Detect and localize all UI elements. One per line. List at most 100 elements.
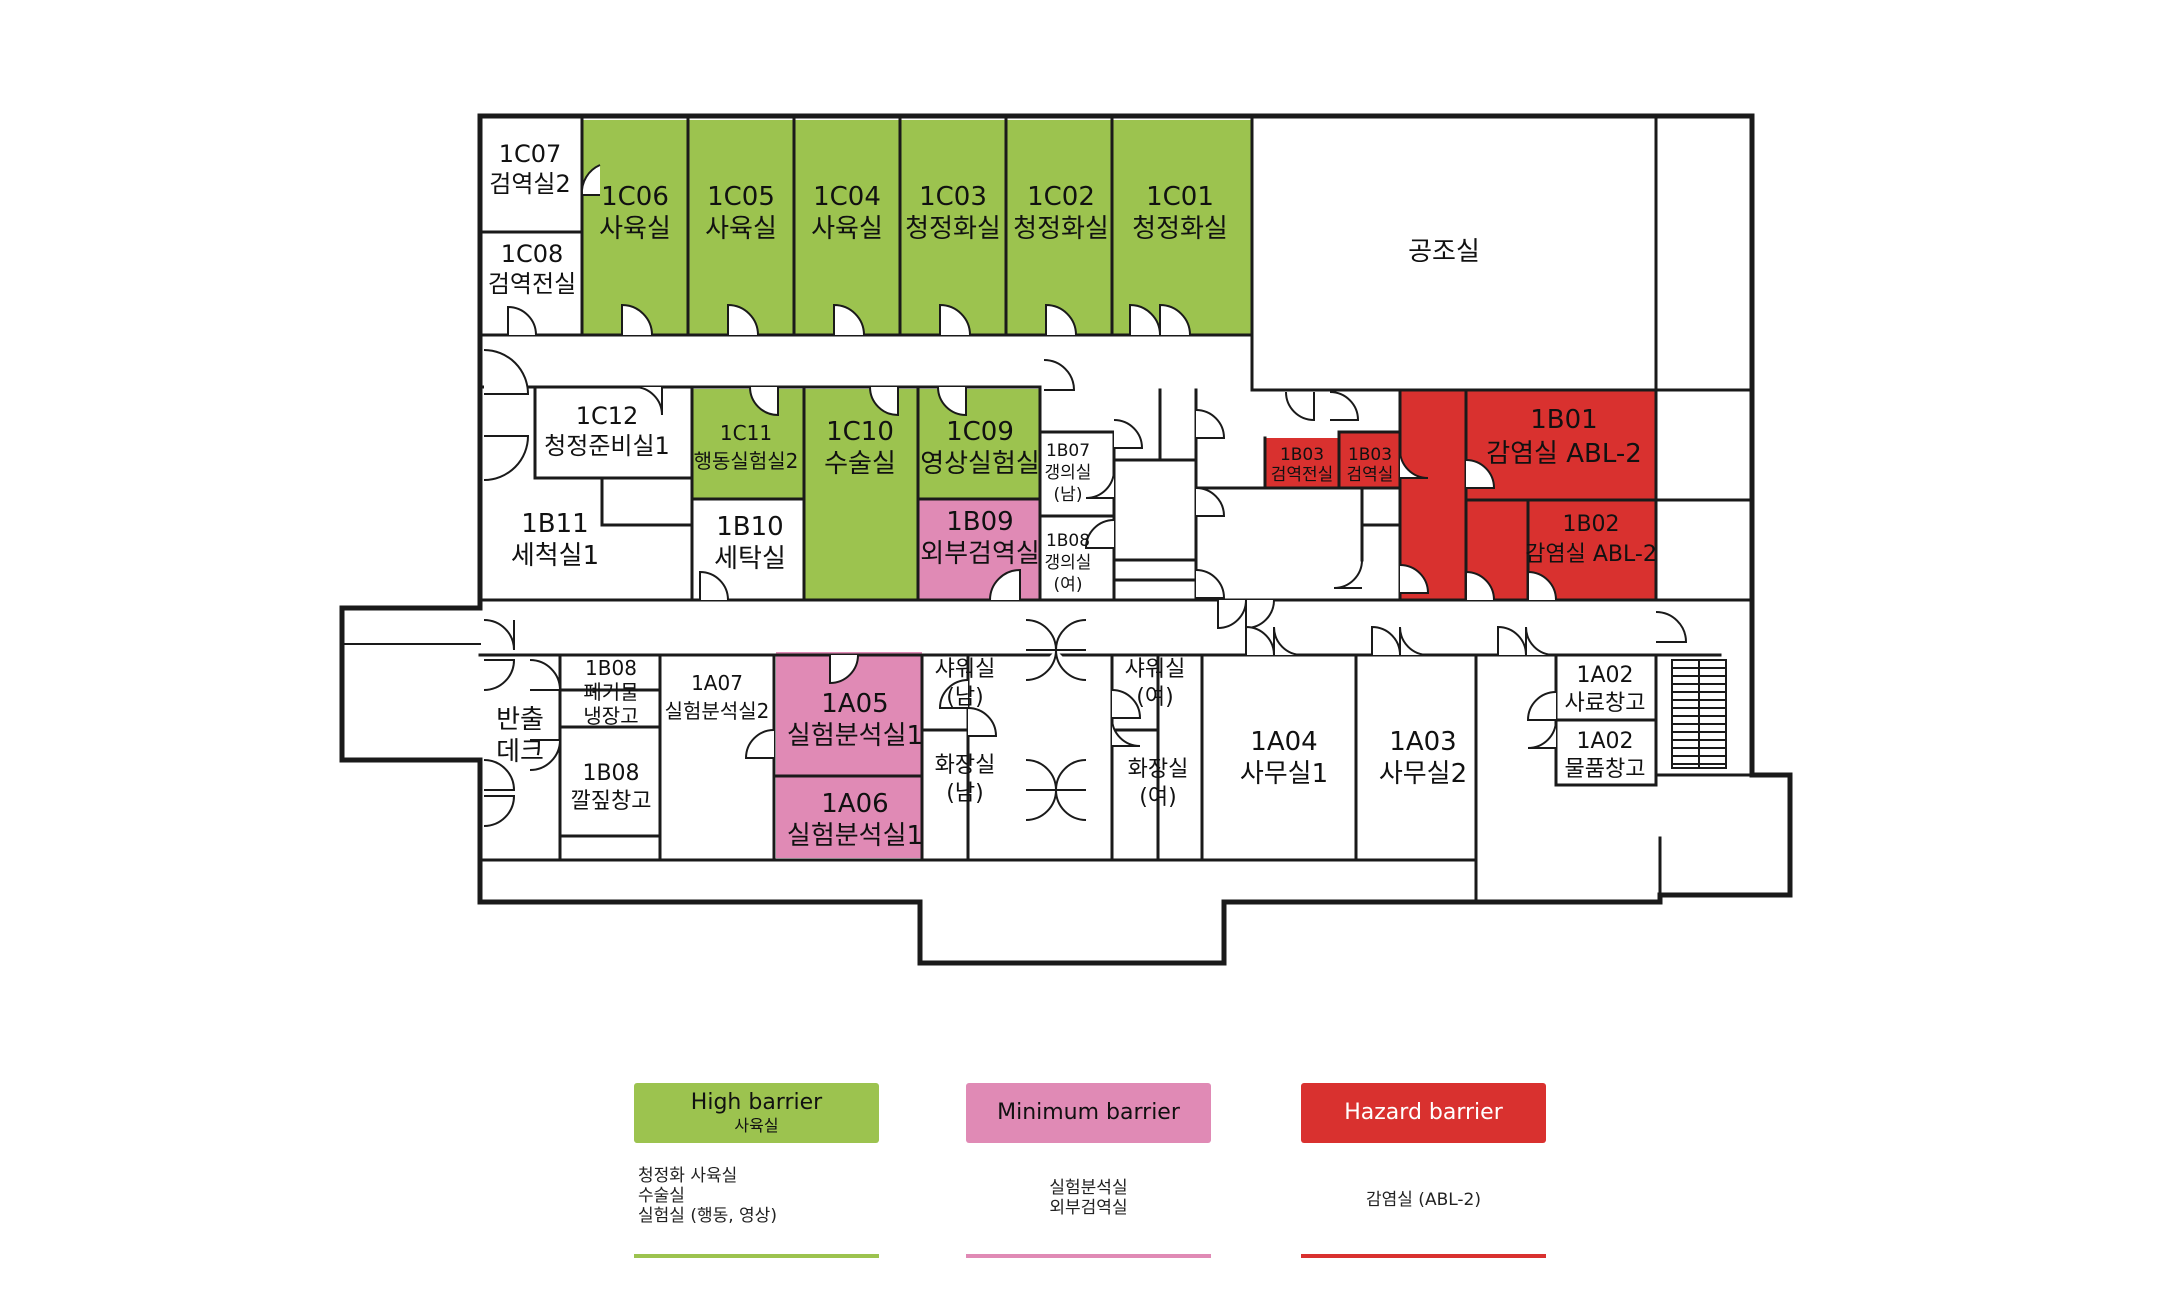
door-icon — [1526, 691, 1557, 721]
door-icon — [1273, 626, 1303, 656]
fill-1c09 — [918, 389, 1040, 499]
legend-high-underline — [634, 1254, 879, 1258]
legend-minimum-items: 실험분석실 외부검역실 — [966, 1178, 1211, 1218]
fill-1a06 — [776, 776, 922, 858]
door-icon — [1054, 619, 1087, 651]
room-ahu: 공조실 — [1408, 237, 1480, 267]
door-icon — [1217, 599, 1247, 630]
fill-1c10 — [804, 389, 918, 599]
door-icon — [483, 795, 516, 827]
legend-hazard-items: 감염실 (ABL-2) — [1301, 1190, 1546, 1210]
legend-title: Hazard barrier — [1344, 1100, 1503, 1125]
legend-title: Minimum barrier — [997, 1100, 1180, 1125]
door-icon — [1655, 611, 1688, 643]
door-icon — [1111, 689, 1142, 719]
legend-item: 수술실 — [638, 1186, 685, 1206]
door-icon — [727, 303, 759, 336]
door-icon — [1465, 570, 1495, 601]
legend-item: 청정화 사육실 — [638, 1166, 738, 1186]
door-icon — [507, 305, 537, 336]
door-icon — [1195, 487, 1226, 517]
door-icon — [1525, 626, 1555, 656]
room-shower-male: 샤워실(남) — [935, 657, 996, 710]
legend-item: 외부검역실 — [1049, 1198, 1128, 1218]
door-icon — [633, 386, 663, 416]
fill-1c06 — [582, 120, 688, 335]
door-icon — [938, 679, 969, 709]
legend-title: High barrier — [690, 1090, 823, 1115]
legend-high-items: 청정화 사육실 수술실 실험실 (행동, 영상) — [638, 1166, 777, 1226]
legend-item: 실험분석실 — [1049, 1178, 1128, 1198]
fill-1c02 — [1006, 120, 1112, 335]
door-icon — [1465, 459, 1496, 489]
doors — [483, 164, 1688, 827]
fill-1b01 — [1466, 390, 1656, 500]
door-icon — [1399, 449, 1429, 479]
door-icon — [580, 164, 601, 196]
door-icon — [1043, 359, 1076, 391]
legend-item: 감염실 (ABL-2) — [1365, 1190, 1481, 1210]
door-icon — [1497, 625, 1527, 656]
fill-1c04 — [794, 120, 900, 335]
door-icon — [937, 386, 967, 417]
door-icon — [1025, 759, 1058, 791]
staircase-icon — [1671, 659, 1727, 769]
door-icon — [1527, 570, 1557, 601]
door-icon — [483, 435, 530, 481]
fill-1c03 — [900, 120, 1006, 335]
door-icon — [989, 568, 1021, 601]
fill-1b03b — [1339, 432, 1399, 488]
legend-minimum-barrier: Minimum barrier — [966, 1083, 1211, 1143]
door-icon — [1245, 599, 1275, 630]
door-icon — [529, 739, 562, 771]
door-icon — [1084, 519, 1115, 549]
door-icon — [529, 659, 562, 691]
room-toilet-male: 화장실(남) — [935, 753, 996, 806]
door-icon — [621, 303, 653, 336]
door-icon — [1054, 759, 1087, 791]
outer-wall — [339, 113, 1793, 966]
legend-minimum-underline — [966, 1254, 1211, 1258]
legend-hazard-underline — [1301, 1254, 1546, 1258]
door-icon — [1055, 649, 1087, 681]
room-shower-female: 샤워실(여) — [1125, 657, 1186, 710]
fill-1c11 — [692, 389, 804, 499]
fill-1b03a — [1265, 438, 1339, 488]
fill-1c01 — [1112, 120, 1252, 335]
door-icon — [749, 386, 779, 417]
door-icon — [483, 619, 515, 651]
room-toilet-female: 화장실(여) — [1128, 757, 1189, 810]
door-icon — [1333, 559, 1363, 589]
door-icon — [829, 654, 859, 685]
door-icon — [744, 729, 775, 759]
fill-hazard-corridor — [1400, 390, 1466, 600]
fill-1c05 — [688, 120, 794, 335]
door-icon — [1195, 569, 1226, 599]
door-icon — [1159, 303, 1191, 336]
door-icon — [1025, 619, 1058, 651]
door-icon — [1055, 789, 1087, 821]
